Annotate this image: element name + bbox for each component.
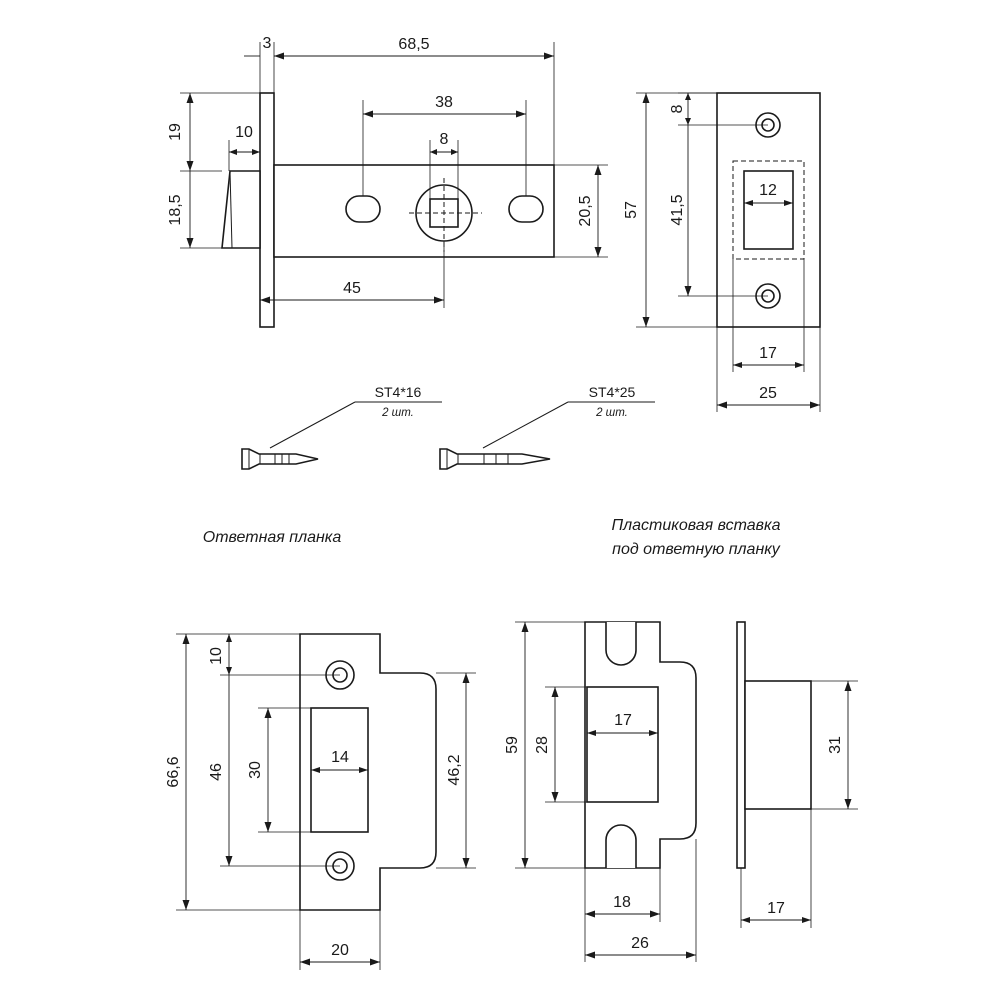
dim-insert-pocket-width: 17 [614, 712, 632, 729]
latch-front-bolt [743, 170, 794, 250]
dim-insert-height: 59 [504, 736, 521, 754]
latch-faceplate [259, 92, 275, 328]
plastic-insert-notch-top [605, 622, 637, 666]
dim-front-hole-spacing: 41,5 [669, 194, 686, 225]
plastic-insert-pocket [586, 686, 659, 803]
dim-insert-box-height: 31 [827, 736, 844, 754]
latch-slot-left [345, 195, 381, 223]
caption-insert-line2: под ответную планку [612, 541, 781, 558]
dim-hole-spacing: 38 [435, 94, 453, 111]
strike-plate-view: 66,6 10 46 30 14 46,2 20 [165, 633, 476, 970]
dim-faceplate-thickness: 3 [263, 35, 272, 52]
latch-front-dashed-outline [732, 160, 805, 260]
screw-long-spec: ST4*25 [589, 384, 636, 400]
latch-front-view: 8 57 41,5 12 17 25 [623, 92, 821, 412]
screw-short-spec: ST4*16 [375, 384, 422, 400]
dim-bolt-width: 12 [759, 182, 777, 199]
dim-body-height: 20,5 [577, 195, 594, 226]
dim-insert-depth: 17 [767, 900, 785, 917]
caption-insert-line1: Пластиковая вставка [612, 517, 781, 534]
insert-side-box [744, 680, 812, 810]
dim-strike-hole-spacing: 46 [208, 763, 225, 781]
dim-strike-window-height: 30 [247, 761, 264, 779]
caption-strike-plate: Ответная планка [203, 529, 342, 546]
plastic-insert-notch-bottom [605, 824, 637, 868]
dim-insert-inner-width: 18 [613, 894, 631, 911]
dim-strike-lip-height: 46,2 [446, 754, 463, 785]
latch-body [273, 164, 555, 258]
screw-long: ST4*25 2 шт. [439, 384, 655, 470]
dim-backset: 45 [343, 280, 361, 297]
dim-faceplate-width: 25 [759, 385, 777, 402]
screw-short-qty: 2 шт. [381, 407, 414, 419]
dim-strike-height: 66,6 [165, 756, 182, 787]
dim-front-inner-width: 17 [759, 345, 777, 362]
dim-strike-width: 20 [331, 942, 349, 959]
dim-strike-window-width: 14 [331, 749, 349, 766]
latch-bolt [221, 170, 261, 249]
screw-short: ST4*16 2 шт. [241, 384, 442, 470]
dim-insert-pocket-height: 28 [534, 736, 551, 754]
dim-face-to-bolt: 19 [167, 123, 184, 141]
screw-long-qty: 2 шт. [595, 407, 628, 419]
dim-top-hole-offset: 8 [669, 104, 686, 113]
dim-bolt-projection: 10 [235, 124, 253, 141]
dim-square-size: 8 [440, 131, 449, 148]
dim-bolt-height: 18,5 [167, 194, 184, 225]
dim-insert-width: 26 [631, 935, 649, 952]
dim-strike-top-offset: 10 [208, 647, 225, 665]
dim-backset-total: 68,5 [398, 36, 429, 53]
latch-side-view: 3 68,5 38 8 19 10 18,5 [167, 35, 608, 328]
latch-slot-right [508, 195, 544, 223]
plastic-insert-view: 59 28 17 18 26 [504, 621, 697, 962]
dim-faceplate-height: 57 [623, 201, 640, 219]
insert-side-view: 31 17 [736, 621, 858, 928]
insert-side-flange [736, 621, 746, 869]
